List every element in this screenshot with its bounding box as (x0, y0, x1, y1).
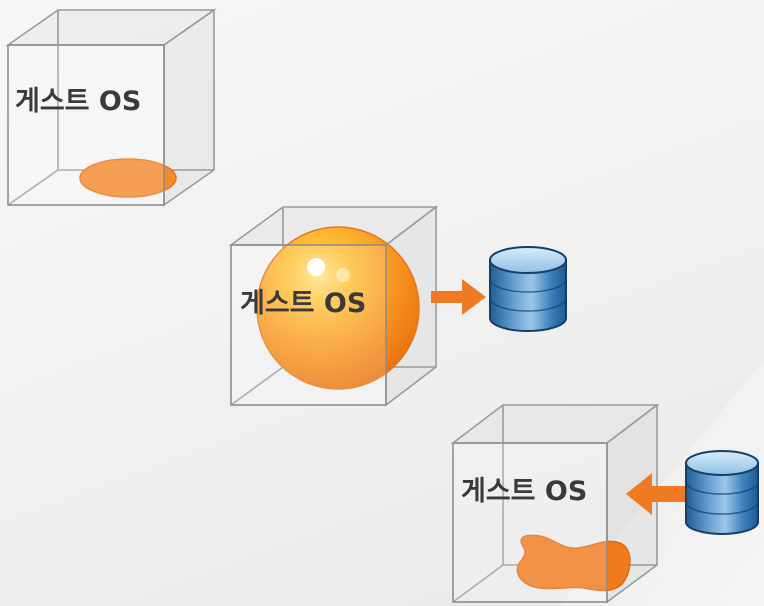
cube-3-back-edge-diag (452, 564, 504, 603)
cube-1-label: 게스트 OS (15, 86, 141, 117)
cube-2-label: 게스트 OS (240, 288, 366, 319)
cube-1-back-edge-diag (7, 169, 59, 206)
cube-1: 게스트 OS (5, 8, 217, 207)
arrow-right-icon (431, 279, 486, 315)
blob-icon (516, 534, 631, 592)
database-icon (489, 246, 567, 332)
cube-2-front-face (230, 244, 387, 406)
arrow-left-icon (626, 473, 686, 515)
sphere-icon (256, 226, 420, 390)
cube-3-front-face (452, 442, 608, 603)
database-icon-2 (685, 450, 759, 535)
cube-2: 게스트 OS (228, 205, 439, 407)
cube-2-back-edge-diag (230, 366, 284, 406)
puddle-icon (79, 158, 177, 198)
cube-3-label: 게스트 OS (461, 476, 587, 507)
cube-1-front-face (7, 44, 165, 206)
cube-3: 게스트 OS (450, 403, 660, 604)
